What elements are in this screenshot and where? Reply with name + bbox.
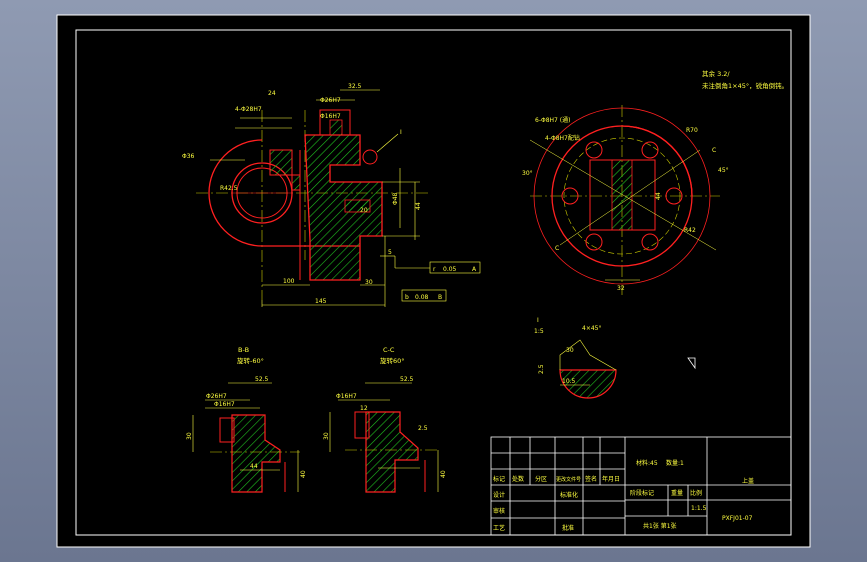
- section-cc-view: C-C 旋转60° 52.5 Φ16H7 12 30 2.5 40: [323, 346, 447, 493]
- section-cc-dim-30: 30: [323, 432, 330, 440]
- hole-note-4: 4-Φ8H7配钻: [545, 134, 580, 142]
- title-drawing-no: PXFJ01-07: [722, 515, 753, 522]
- section-bb-title: B-B: [238, 346, 249, 354]
- right-view: 6-Φ8H7 (通) 4-Φ8H7配钻 30° 45° R70 R42 C C …: [522, 105, 729, 295]
- section-cc-dim-phi16: Φ16H7: [336, 393, 357, 400]
- dim-phi48: Φ48: [392, 192, 399, 205]
- note-chamfer: 其余 3.2/: [702, 69, 730, 78]
- title-stage: 阶段标记: [630, 489, 654, 497]
- dim-44-right: 44: [655, 192, 662, 200]
- dim-r42-5: R42.5: [220, 185, 238, 192]
- title-process: 工艺: [493, 524, 505, 532]
- title-row-label-2: 分区: [535, 475, 547, 483]
- title-row-label-3: 更改文件号: [556, 476, 581, 483]
- title-scale: 1:1.5: [691, 505, 707, 512]
- dim-24: 24: [268, 90, 276, 97]
- title-weight: 重量: [671, 489, 683, 497]
- dim-phi26: Φ26H7: [320, 97, 341, 104]
- datum-a: A: [472, 266, 477, 273]
- section-bb-dim-phi16: Φ16H7: [214, 401, 235, 408]
- drawing-sheet: [56, 14, 811, 548]
- dim-20: 20: [360, 207, 368, 214]
- detail-i-scale: 1:5: [534, 328, 544, 335]
- tol-value-2: 0.08: [415, 294, 429, 301]
- dim-4phi28: 4-Φ28H7: [235, 106, 262, 113]
- title-check: 审核: [493, 507, 505, 515]
- dim-44: 44: [415, 202, 422, 210]
- dim-145: 145: [315, 298, 327, 305]
- section-bb-dim-40: 40: [300, 470, 307, 478]
- section-cc-title: C-C: [383, 346, 395, 354]
- section-mark-c-2: C: [555, 245, 559, 252]
- title-part-name: 上盖: [742, 477, 754, 485]
- cursor-mark-icon: [687, 357, 696, 370]
- section-bb-dim-30: 30: [186, 432, 193, 440]
- detail-i-dim-2-5: 2.5: [538, 364, 545, 374]
- note-general: 未注倒角1×45°，锐角倒钝。: [702, 81, 788, 90]
- datum-mark-r: r: [433, 266, 436, 273]
- title-design: 设计: [493, 491, 505, 499]
- section-bb-view: B-B 旋转-60° 52.5 Φ26H7 Φ16H7 30 44 40: [186, 346, 307, 493]
- detail-i-chamfer: 4×45°: [582, 325, 601, 332]
- detail-i-dim-30: 30: [566, 347, 574, 354]
- dim-phi16: Φ16H7: [320, 113, 341, 120]
- title-approve: 批准: [562, 524, 574, 532]
- dim-32-5: 32.5: [348, 83, 362, 90]
- dim-5: 5: [388, 249, 392, 256]
- section-bb-dim-phi26: Φ26H7: [206, 393, 227, 400]
- datum-b: B: [438, 294, 442, 301]
- hole-note-6: 6-Φ8H7 (通): [535, 116, 570, 124]
- section-cc-dim-40: 40: [440, 470, 447, 478]
- tol-value-1: 0.05: [443, 266, 457, 273]
- detail-i-dim-10-5: 10.5: [562, 378, 576, 385]
- detail-i-view: I 1:5 4×45° 30 2.5 10.5: [534, 317, 617, 399]
- section-cc-dim-12: 12: [360, 405, 368, 412]
- section-mark-c: C: [712, 147, 716, 154]
- radius-42: R42: [684, 227, 696, 234]
- title-standard: 标准化: [560, 491, 578, 499]
- title-row-label-1: 处数: [512, 475, 524, 483]
- detail-i-title: I: [537, 317, 539, 324]
- angle-30: 30°: [522, 170, 533, 177]
- title-row-label-4: 签名: [585, 475, 597, 483]
- section-bb-dim-52-5: 52.5: [255, 376, 269, 383]
- dim-30: 30: [365, 279, 373, 286]
- main-view: Φ36 24 32.5 4-Φ28H7 Φ26H7 Φ16H7 I 20 100…: [182, 83, 481, 307]
- inner-border: [75, 29, 792, 536]
- dim-phi36: Φ36: [182, 153, 195, 160]
- section-cc-dim-2-5: 2.5: [418, 425, 428, 432]
- datum-mark-b: b: [405, 294, 409, 301]
- title-material: 材料:45: [636, 459, 658, 467]
- section-bb-dim-44: 44: [250, 463, 258, 470]
- dim-32-right: 32: [617, 285, 625, 292]
- title-ratio: 比例: [690, 489, 702, 497]
- section-cc-dim-52-5: 52.5: [400, 376, 414, 383]
- title-block: [490, 436, 792, 536]
- section-bb-subtitle: 旋转-60°: [237, 356, 264, 365]
- title-row-label-5: 年月日: [602, 475, 620, 483]
- detail-ref-i: I: [400, 129, 402, 136]
- dim-100: 100: [283, 278, 295, 285]
- title-quantity: 数量:1: [666, 459, 684, 467]
- radius-70: R70: [686, 127, 698, 134]
- angle-45: 45°: [718, 167, 729, 174]
- title-row-label-0: 标记: [493, 475, 505, 483]
- title-sheet-count: 共1张 第1张: [643, 522, 677, 530]
- section-cc-subtitle: 旋转60°: [380, 356, 405, 365]
